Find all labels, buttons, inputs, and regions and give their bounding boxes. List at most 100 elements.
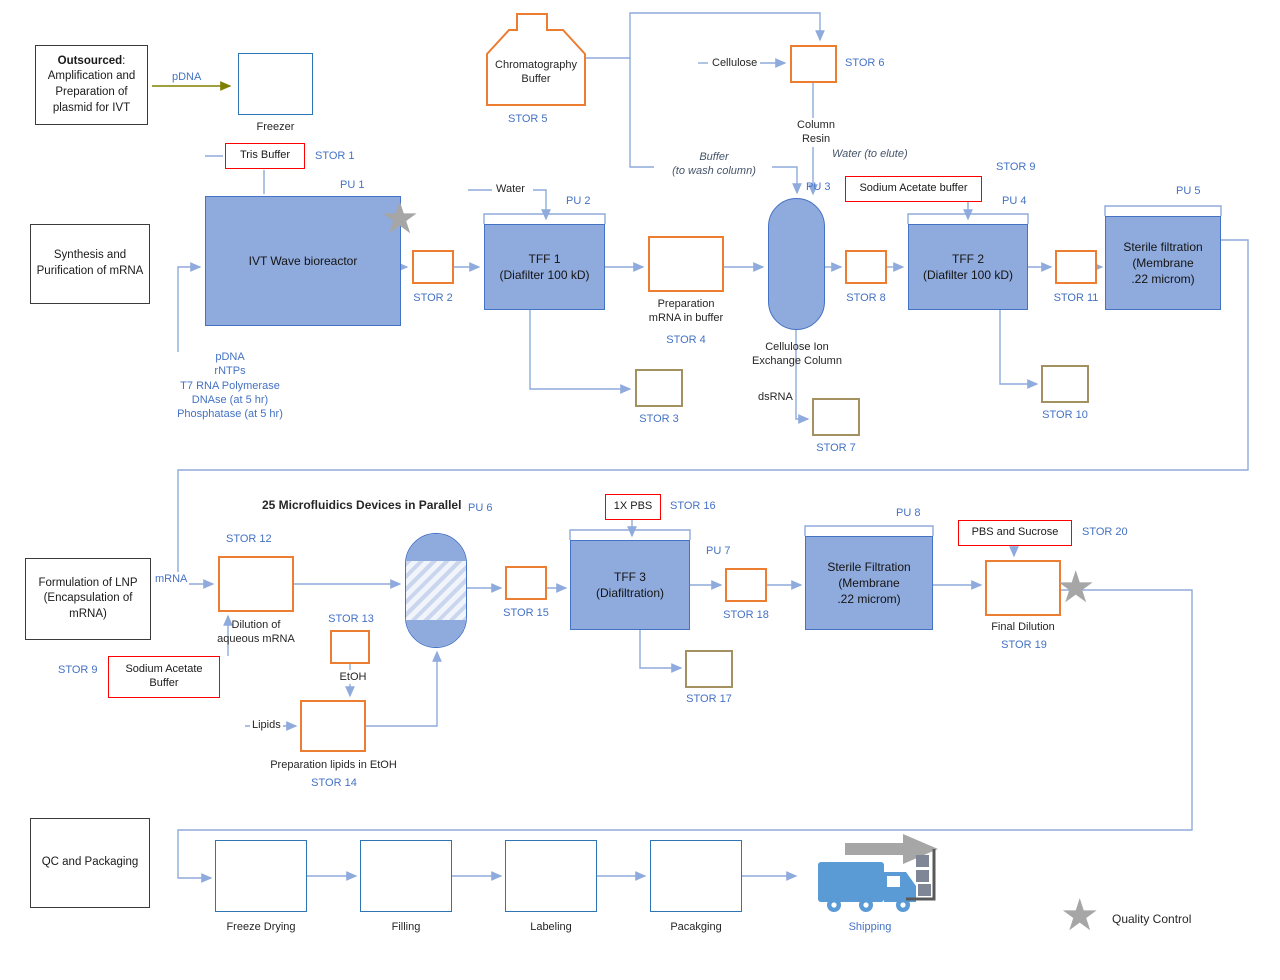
microfluidics-label: 25 Microfluidics Devices in Parallel [262,498,462,512]
stor17-label: STOR 17 [686,693,732,705]
tff2-box: TFF 2 (Diafilter 100 kD) [908,224,1028,310]
pu2-label: PU 2 [566,195,591,207]
stor10-label: STOR 10 [1042,409,1088,421]
stor12-label: STOR 12 [226,533,272,545]
water-to-elute-label: Water (to elute) [830,147,910,162]
etoh-label: EtOH [332,670,374,685]
stor13-box [330,630,370,664]
stor3-box [635,369,683,407]
stor16-label: STOR 16 [670,500,716,512]
sterile-filtration2-box: Sterile Filtration (Membrane .22 microm) [805,536,933,630]
freeze-drying-box [215,840,307,912]
stor18-box [725,568,767,602]
stor9-label: STOR 9 [996,161,1036,173]
tris-buffer-box: Tris Buffer [225,143,305,169]
pu4-label: PU 4 [1002,195,1027,207]
truck-icon [818,849,936,912]
stor18-label: STOR 18 [723,609,769,621]
lane-outsourced: Outsourced: Amplification and Preparatio… [35,45,148,125]
buffer-to-wash-label: Buffer (to wash column) [656,150,772,179]
stor5-label: STOR 5 [508,113,548,125]
ivt-bioreactor-box: IVT Wave bioreactor [205,196,401,326]
stor11-label: STOR 11 [1053,292,1099,304]
quality-control-star-icon-1: ★ [380,194,420,243]
stor13-label: STOR 13 [328,613,374,625]
microfluidics-device-shape [405,533,467,648]
tff3-box: TFF 3 (Diafiltration) [570,540,690,630]
mrna-label: mRNA [153,572,190,587]
freezer-label: Freezer [256,121,295,133]
pu7-label: PU 7 [706,545,731,557]
sterile-filtration1-box: Sterile filtration (Membrane .22 microm) [1105,216,1221,310]
water-label: Water [494,182,527,197]
prep-lipids-box [300,700,366,752]
stor1-label: STOR 1 [315,150,355,162]
ivt-inputs-list: pDNA rNTPs T7 RNA Polymerase DNAse (at 5… [177,351,283,421]
lane-formulation: Formulation of LNP (Encapsulation of mRN… [25,558,151,640]
quality-control-legend-label: Quality Control [1112,912,1192,926]
labeling-label: Labeling [530,921,572,933]
pu5-label: PU 5 [1176,185,1201,197]
prep-lipids-label: Preparation lipids in EtOH [270,759,397,771]
microfluidics-hatched-body [406,561,466,620]
quality-control-star-icon-2: ★ [1056,563,1096,612]
stor2-box [412,250,454,284]
ion-exchange-column-label: Cellulose Ion Exchange Column [752,341,842,368]
tff1-box: TFF 1 (Diafilter 100 kD) [484,224,605,310]
stor7-box [812,398,860,436]
lane-qc: QC and Packaging [30,818,150,908]
chromatography-bottle-shape [486,13,586,106]
stor9b-label: STOR 9 [58,664,98,676]
lane-outsourced-bold: Outsourced [57,54,123,67]
pbs-sucrose-box: PBS and Sucrose [958,520,1072,546]
stor2-label: STOR 2 [413,292,453,304]
prep-mrna-box [648,236,724,292]
pu1-label: PU 1 [340,179,365,191]
ion-exchange-column-shape [768,198,825,330]
stor15-box [505,566,547,600]
stor10-box [1041,365,1089,403]
final-dilution-label: Final Dilution [991,621,1055,633]
pu3-label: PU 3 [806,181,831,193]
shipping-arrow-icon [845,834,938,864]
pbs-box: 1X PBS [605,494,661,520]
dilution-box [218,556,294,612]
freeze-drying-label: Freeze Drying [226,921,296,933]
stor3-label: STOR 3 [639,413,679,425]
shipping-label: Shipping [848,921,892,933]
chromatography-buffer-label: Chromatography Buffer [495,59,577,86]
packaging-box [650,840,742,912]
lane-synthesis: Synthesis and Purification of mRNA [30,224,150,304]
sodium-acetate-buffer-box: Sodium Acetate buffer [845,176,982,202]
filling-label: Filling [391,921,421,933]
pdna-arrow-label: pDNA [172,71,202,83]
stor8-label: STOR 8 [846,292,886,304]
sodium-acetate-buffer2-box: Sodium Acetate Buffer [108,656,220,698]
stor7-label: STOR 7 [816,442,856,454]
stor14-label: STOR 14 [311,777,357,789]
stor6-label: STOR 6 [845,57,885,69]
stor15-label: STOR 15 [503,607,549,619]
lane-outsourced-text: : Amplification and Preparation of plasm… [47,54,136,114]
stor6-box [790,45,837,83]
prep-mrna-label: Preparation mRNA in buffer [648,298,724,325]
labeling-box [505,840,597,912]
filling-box [360,840,452,912]
freezer-box [238,53,313,115]
packaging-label: Pacakging [670,921,722,933]
column-resin-label: Column Resin [786,118,846,147]
cellulose-label: Cellulose [710,56,760,71]
stor20-label: STOR 20 [1082,526,1128,538]
stor11-box [1055,250,1097,284]
stor8-box [845,250,887,284]
pu6-label: PU 6 [468,502,493,514]
quality-control-legend-star-icon: ★ [1060,891,1100,940]
stor4-label: STOR 4 [666,334,706,346]
stor19-label: STOR 19 [1001,639,1047,651]
lipids-label: Lipids [250,718,283,733]
pu8-label: PU 8 [896,507,921,519]
dsrna-label: dsRNA [756,390,795,405]
dilution-label: Dilution of aqueous mRNA [217,619,295,646]
